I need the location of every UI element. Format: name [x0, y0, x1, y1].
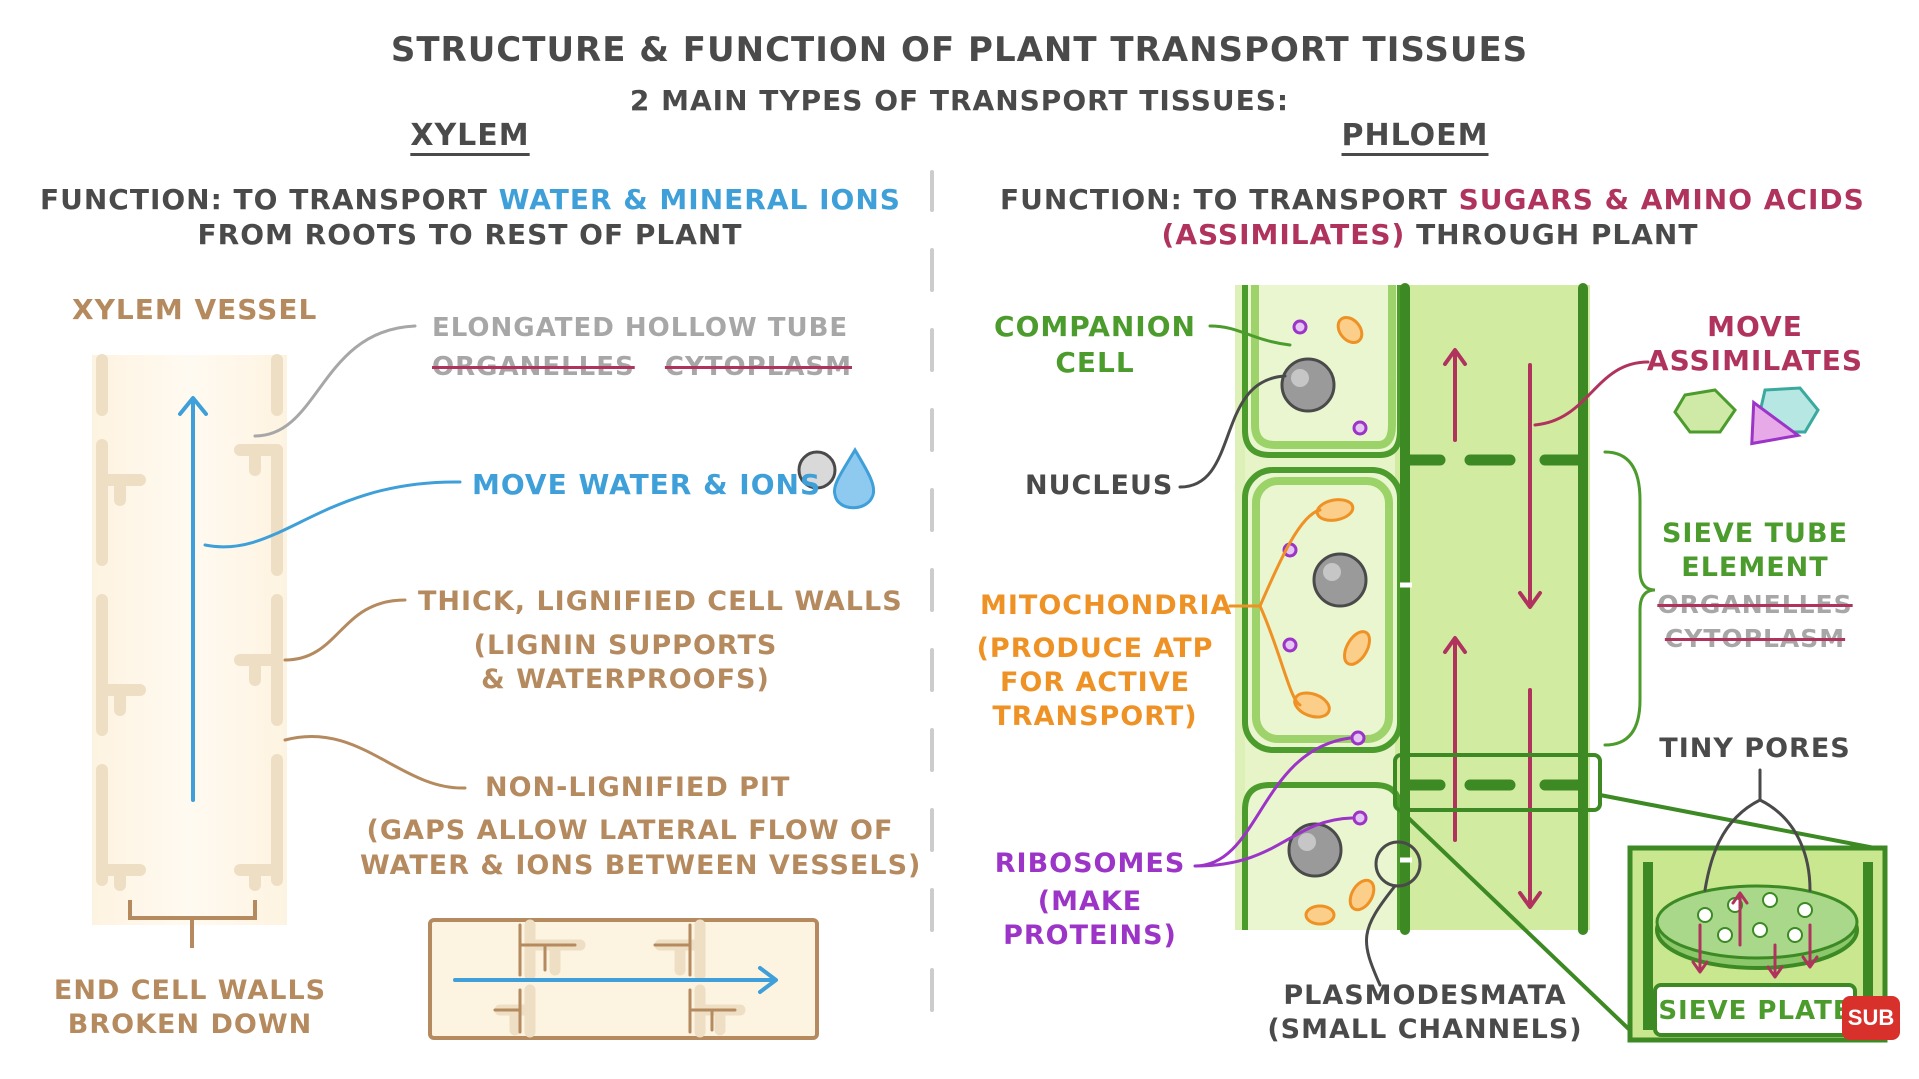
tube-label: ELONGATED HOLLOW TUBE	[432, 313, 849, 343]
plasmo-line2: (SMALL CHANNELS)	[1267, 1014, 1583, 1045]
end-walls-line2: BROKEN DOWN	[67, 1009, 313, 1040]
lignin-line1: (LIGNIN SUPPORTS	[473, 630, 778, 661]
ribo-leader	[1193, 736, 1354, 868]
walls-label: THICK, LIGNIFIED CELL WALLS	[418, 586, 903, 617]
phloem-heading: PHLOEM	[1341, 118, 1489, 153]
xylem-struck-labels: ORGANELLES CYTOPLASM	[432, 352, 852, 382]
ste-struck-organelles: ORGANELLES	[1657, 590, 1853, 619]
phloem-function-suffix: THROUGH PLANT	[1416, 218, 1699, 251]
phloem-function-prefix: FUNCTION: TO TRANSPORT	[1000, 183, 1448, 216]
xylem-function-line2: FROM ROOTS TO REST OF PLANT	[197, 218, 743, 251]
phloem-function: FUNCTION: TO TRANSPORT SUGARS & AMINO AC…	[1000, 183, 1864, 216]
assim-leader	[1533, 360, 1650, 427]
ribosomes-label: RIBOSOMES	[994, 848, 1186, 879]
sieve-plate-label: SIEVE PLATE	[1658, 996, 1852, 1026]
phloem-function-highlight: SUGARS & AMINO ACIDS	[1458, 183, 1865, 216]
pit-inset	[428, 918, 819, 1040]
page-title: STRUCTURE & FUNCTION OF PLANT TRANSPORT …	[390, 30, 1529, 70]
atp-line2: FOR ACTIVE	[999, 667, 1191, 698]
plasmo-line1: PLASMODESMATA	[1283, 980, 1567, 1011]
pit-label: NON-LIGNIFIED PIT	[485, 772, 791, 803]
assimilate-icons	[1673, 386, 1820, 446]
xylem-function: FUNCTION: TO TRANSPORT WATER & MINERAL I…	[40, 183, 900, 216]
ste-line2: ELEMENT	[1681, 552, 1829, 583]
nucleus-label: NUCLEUS	[1025, 470, 1174, 501]
move-assim-line1: MOVE	[1707, 310, 1803, 343]
xylem-heading: XYLEM	[410, 118, 530, 153]
companion-line1: COMPANION	[994, 310, 1196, 343]
water-ion-icon	[797, 447, 876, 510]
phloem-function-highlight2: (ASSIMILATES)	[1161, 218, 1406, 251]
move-water-label: MOVE WATER & IONS	[472, 468, 822, 501]
xylem-function-highlight: WATER & MINERAL IONS	[498, 183, 901, 216]
walls-leader	[283, 598, 407, 662]
ribo-line2: PROTEINS)	[1003, 920, 1177, 951]
page-subtitle: 2 MAIN TYPES OF TRANSPORT TISSUES:	[629, 84, 1290, 117]
pit-leader	[283, 734, 467, 790]
atp-line1: (PRODUCE ATP	[976, 633, 1214, 664]
ste-struck-cytoplasm: CYTOPLASM	[1664, 624, 1846, 653]
ribo-line1: (MAKE	[1037, 886, 1143, 917]
end-walls-line1: END CELL WALLS	[53, 975, 327, 1006]
pit-line2: WATER & IONS BETWEEN VESSELS)	[360, 850, 922, 881]
mitochondria-label: MITOCHONDRIA	[980, 590, 1233, 621]
move-leader	[203, 480, 462, 549]
pit-line1: (GAPS ALLOW LATERAL FLOW OF	[366, 815, 894, 846]
pores-label: TINY PORES	[1659, 733, 1851, 764]
lignin-line2: & WATERPROOFS)	[481, 664, 770, 695]
pores-leader	[1703, 768, 1812, 892]
phloem-function-line2: (ASSIMILATES) THROUGH PLANT	[1000, 218, 1860, 251]
xylem-struck-cytoplasm: CYTOPLASM	[664, 352, 852, 382]
subscribe-badge[interactable]: SUB	[1842, 996, 1900, 1040]
ste-bracket	[1603, 450, 1656, 747]
ste-line1: SIEVE TUBE	[1661, 518, 1849, 549]
companion-line2: CELL	[1055, 346, 1135, 379]
nucleus-leader	[1178, 374, 1287, 489]
xylem-vessel-label: XYLEM VESSEL	[72, 293, 318, 326]
mito-leader	[1228, 508, 1322, 707]
xylem-function-prefix: FUNCTION: TO TRANSPORT	[40, 183, 488, 216]
companion-leader	[1208, 324, 1292, 347]
sieve-plate-inset	[1627, 845, 1888, 1043]
plasmo-leader	[1365, 884, 1397, 987]
xylem-struck-organelles: ORGANELLES	[432, 352, 635, 382]
tube-leader	[253, 324, 417, 438]
atp-line3: TRANSPORT)	[992, 701, 1198, 732]
move-assim-line2: ASSIMILATES	[1646, 344, 1864, 377]
xylem-vessel	[92, 354, 287, 948]
